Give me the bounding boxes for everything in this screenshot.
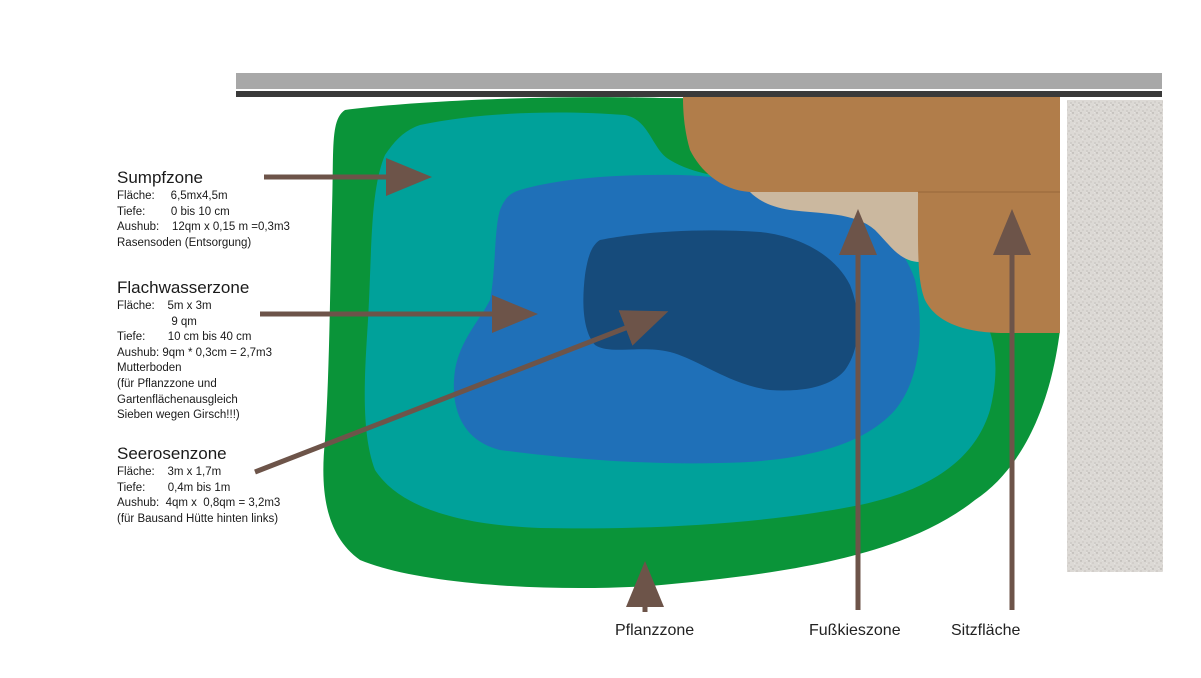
label-sitzflaeche: Sitzfläche (951, 622, 1021, 639)
zone-detail: Aushub: 12qm x 0,15 m =0,3m3 (117, 221, 290, 234)
seating-area (683, 97, 1060, 333)
zone-detail: Gartenflächenausgleich (117, 393, 238, 406)
zone-detail: Rasensoden (Entsorgung) (117, 236, 252, 249)
zone-detail: Fläche: 6,5mx4,5m (117, 190, 228, 202)
zone-detail: Fläche: 3m x 1,7m (117, 466, 222, 478)
zone-detail: (für Pflanzzone und (117, 377, 217, 390)
zone-title: Seerosenzone (117, 444, 227, 463)
water-lily-zone-area (583, 230, 858, 391)
zone-detail: Tiefe: 0,4m bis 1m (117, 481, 231, 494)
label-pflanzzone: Pflanzzone (615, 622, 695, 639)
zone-detail: Aushub: 4qm x 0,8qm = 3,2m3 (117, 497, 281, 510)
zone-detail: Mutterboden (117, 362, 182, 375)
zone-title: Sumpfzone (117, 168, 203, 187)
zone-info-seerosenzone: Seerosenzone Fläche: 3m x 1,7m Tiefe: 0,… (117, 444, 280, 527)
label-fusskieszone: Fußkieszone (809, 622, 901, 639)
arrow-seerosenzone (254, 310, 669, 475)
zone-title: Flachwasserzone (117, 278, 250, 297)
zone-detail: Fläche: 5m x 3m (117, 300, 212, 312)
zone-detail: Sieben wegen Girsch!!!) (117, 409, 240, 422)
wall-bottom-line (236, 91, 1162, 97)
zone-detail: (für Bausand Hütte hinten links) (117, 512, 279, 525)
stone-path (1067, 100, 1163, 572)
zone-info-sumpfzone: Sumpfzone Fläche: 6,5mx4,5m Tiefe: 0 bis… (117, 168, 290, 251)
zone-info-flachwasserzone: Flachwasserzone Fläche: 5m x 3m 9 qm Tie… (117, 278, 272, 424)
gravel-zone-area (750, 192, 920, 262)
zone-detail: Tiefe: 0 bis 10 cm (117, 205, 230, 218)
zone-detail: Aushub: 9qm * 0,3cm = 2,7m3 (117, 346, 273, 359)
zone-detail: Tiefe: 10 cm bis 40 cm (117, 331, 252, 344)
wall-top-bar (236, 73, 1162, 89)
zone-detail: 9 qm (117, 315, 197, 328)
